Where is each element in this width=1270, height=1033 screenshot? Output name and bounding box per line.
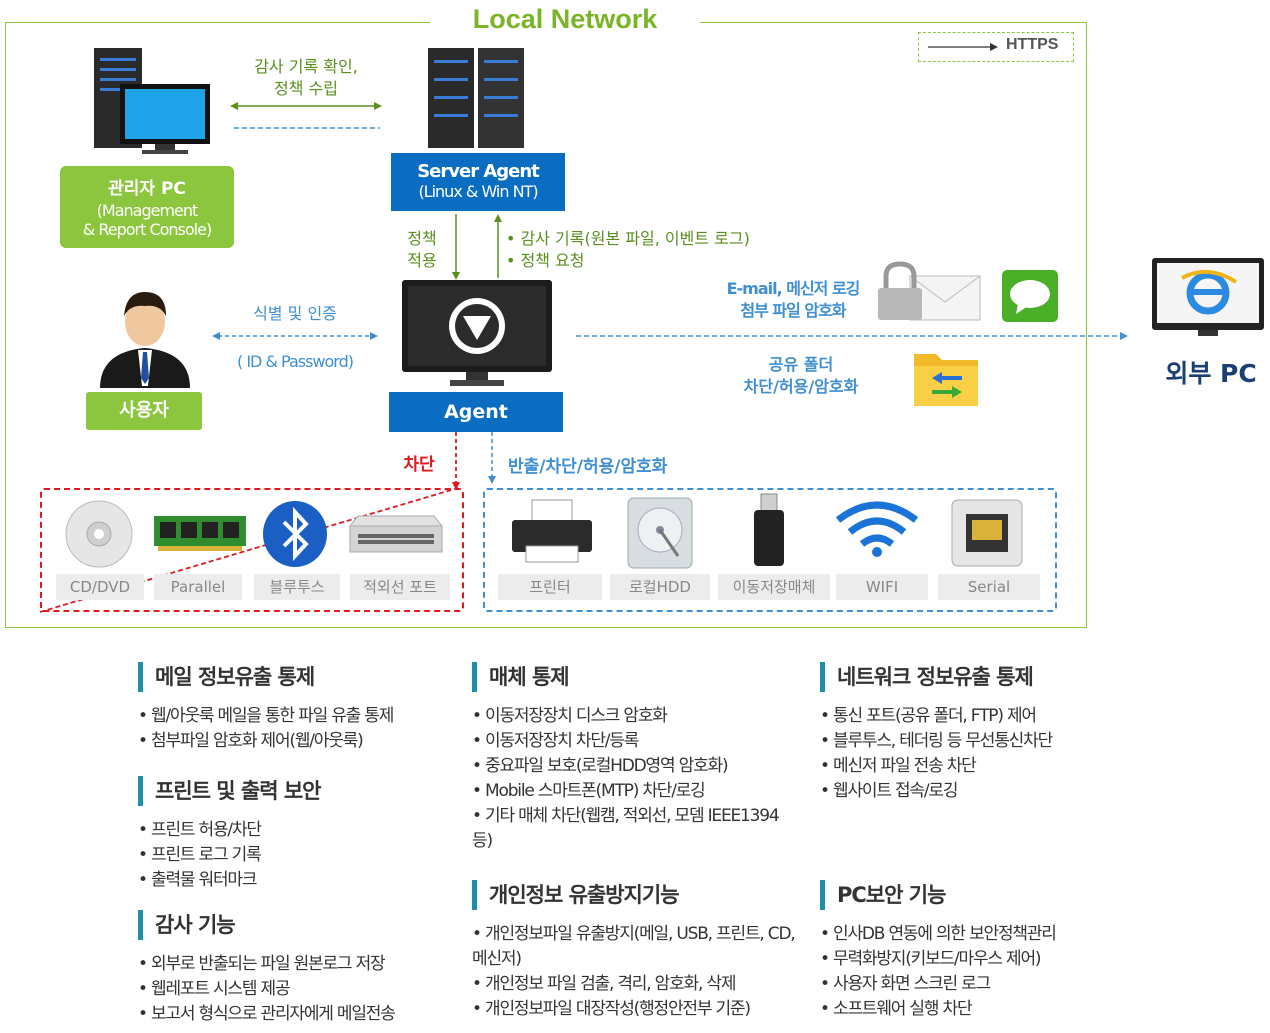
list-item: 개인정보 파일 검출, 격리, 암호화, 삭제 (472, 972, 802, 997)
external-pc-label: 외부 PC (1150, 354, 1270, 390)
block-label: 차단 (396, 450, 442, 475)
serial-port-icon (952, 500, 1022, 566)
list-item: 사용자 화면 스크린 로그 (820, 972, 1150, 997)
device-label-cd: CD/DVD (56, 574, 144, 600)
list-item: 무력화방지(키보드/마우스 제어) (820, 947, 1150, 972)
agent-label: Agent (389, 392, 563, 432)
section-list: 개인정보파일 유출방지(메일, USB, 프린트, CD, 메신저) 개인정보 … (472, 922, 802, 1022)
section-list: 프린트 허용/차단 프린트 로그 기록 출력물 워터마크 (138, 818, 458, 893)
auth-label: 식별 및 인증 (212, 300, 378, 324)
list-item: 이동저장장치 차단/등록 (472, 729, 792, 754)
list-item: 기타 매체 차단(웹캠, 적외선, 모뎀 IEEE1394등) (472, 804, 792, 854)
parallel-icon (154, 512, 246, 552)
legend-label: HTTPS (1006, 36, 1058, 54)
device-label-parallel: Parallel (154, 574, 242, 600)
local-hdd-icon (628, 498, 692, 568)
messenger-icon (1002, 270, 1058, 322)
section-network: 네트워크 정보유출 통제 통신 포트(공유 폴더, FTP) 제어 블루투스, … (820, 662, 1150, 804)
device-label-wifi: WIFI (836, 574, 928, 600)
section-list: 통신 포트(공유 폴더, FTP) 제어 블루투스, 테더링 등 무선통신차단 … (820, 704, 1150, 804)
section-title: 네트워크 정보유출 통제 (820, 662, 1150, 692)
network-title: Local Network (430, 4, 700, 35)
list-item: Mobile 스마트폰(MTP) 차단/로깅 (472, 779, 792, 804)
printer-icon (512, 500, 592, 564)
list-item: 웹사이트 접속/로깅 (820, 779, 1150, 804)
list-item: 통신 포트(공유 폴더, FTP) 제어 (820, 704, 1150, 729)
section-mail: 메일 정보유출 통제 웹/아웃룩 메일을 통한 파일 유출 통제 첨부파일 암호… (138, 662, 458, 754)
section-title: 매체 통제 (472, 662, 792, 692)
list-item: 프린트 허용/차단 (138, 818, 458, 843)
section-audit: 감사 기능 외부로 반출되는 파일 원본로그 저장 웹레포트 시스템 제공 보고… (138, 910, 458, 1027)
user-label: 사용자 (86, 392, 202, 430)
section-list: 외부로 반출되는 파일 원본로그 저장 웹레포트 시스템 제공 보고서 형식으로… (138, 952, 458, 1027)
server-icon (420, 44, 532, 148)
section-pc-security: PC보안 기능 인사DB 연동에 의한 보안정책관리 무력화방지(키보드/마우스… (820, 880, 1150, 1022)
audit-item: • 정책 요청 (506, 250, 786, 272)
list-item: 중요파일 보호(로컬HDD영역 암호화) (472, 754, 792, 779)
device-label-printer: 프린터 (498, 574, 602, 600)
control-label: 반출/차단/허용/암호화 (508, 452, 698, 477)
list-item: 메신저 파일 전송 차단 (820, 754, 1150, 779)
agent-down-arrows (450, 432, 500, 490)
section-privacy: 개인정보 유출방지기능 개인정보파일 유출방지(메일, USB, 프린트, CD… (472, 880, 802, 1022)
section-title: 메일 정보유출 통제 (138, 662, 458, 692)
device-label-usb: 이동저장매체 (718, 574, 830, 600)
usb-storage-icon (754, 494, 784, 566)
agent-monitor-icon (402, 280, 552, 390)
bluetooth-icon (262, 500, 328, 568)
device-label-bluetooth: 블루투스 (254, 574, 340, 600)
list-item: 웹/아웃룩 메일을 통한 파일 유출 통제 (138, 704, 458, 729)
admin-pc-icon (90, 48, 220, 158)
list-item: 개인정보파일 대장작성(행정안전부 기준) (472, 997, 802, 1022)
device-label-serial: Serial (938, 574, 1040, 600)
infrared-port-icon (350, 514, 442, 554)
section-print: 프린트 및 출력 보안 프린트 허용/차단 프린트 로그 기록 출력물 워터마크 (138, 776, 458, 893)
audit-items: • 감사 기록(원본 파일, 이벤트 로그) • 정책 요청 (506, 228, 786, 272)
section-title: 감사 기능 (138, 910, 458, 940)
list-item: 출력물 워터마크 (138, 868, 458, 893)
server-agent-arrows (448, 212, 508, 280)
list-item: 첨부파일 암호화 제어(웹/아웃룩) (138, 729, 458, 754)
auth-detail: ( ID & Password) (212, 352, 378, 371)
section-title: PC보안 기능 (820, 880, 1150, 910)
section-title: 프린트 및 출력 보안 (138, 776, 458, 806)
admin-link-text: 감사 기록 확인,정책 수립 (230, 56, 382, 100)
user-icon (96, 286, 194, 388)
list-item: 소프트웨어 실행 차단 (820, 997, 1150, 1022)
list-item: 웹레포트 시스템 제공 (138, 977, 458, 1002)
list-item: 인사DB 연동에 의한 보안정책관리 (820, 922, 1150, 947)
external-pc-icon (1152, 258, 1264, 338)
legend-arrow-icon (928, 40, 998, 54)
admin-server-arrows (230, 100, 382, 132)
list-item: 보고서 형식으로 관리자에게 메일전송 (138, 1002, 458, 1027)
cd-dvd-icon (62, 500, 136, 568)
external-https-arrow (576, 330, 1128, 342)
section-title: 개인정보 유출방지기능 (472, 880, 802, 910)
list-item: 프린트 로그 기록 (138, 843, 458, 868)
list-item: 외부로 반출되는 파일 원본로그 저장 (138, 952, 458, 977)
list-item: 이동저장장치 디스크 암호화 (472, 704, 792, 729)
share-folder-icon (912, 346, 982, 410)
section-list: 인사DB 연동에 의한 보안정책관리 무력화방지(키보드/마우스 제어) 사용자… (820, 922, 1150, 1022)
admin-pc-label: 관리자 PC (Management & Report Console) (60, 166, 234, 248)
lock-mail-icon (876, 262, 986, 324)
section-list: 웹/아웃룩 메일을 통한 파일 유출 통제 첨부파일 암호화 제어(웹/아웃룩) (138, 704, 458, 754)
list-item: 블루투스, 테더링 등 무선통신차단 (820, 729, 1150, 754)
audit-item: • 감사 기록(원본 파일, 이벤트 로그) (506, 228, 786, 250)
section-media: 매체 통제 이동저장장치 디스크 암호화 이동저장장치 차단/등록 중요파일 보… (472, 662, 792, 854)
section-list: 이동저장장치 디스크 암호화 이동저장장치 차단/등록 중요파일 보호(로컬HD… (472, 704, 792, 854)
list-item: 개인정보파일 유출방지(메일, USB, 프린트, CD, 메신저) (472, 922, 802, 972)
device-label-local-hdd: 로컬HDD (610, 574, 710, 600)
wifi-icon (834, 500, 920, 558)
device-label-infrared: 적외선 포트 (350, 574, 450, 600)
auth-arrow (212, 330, 378, 342)
server-agent-label: Server Agent (Linux & Win NT) (391, 153, 565, 211)
